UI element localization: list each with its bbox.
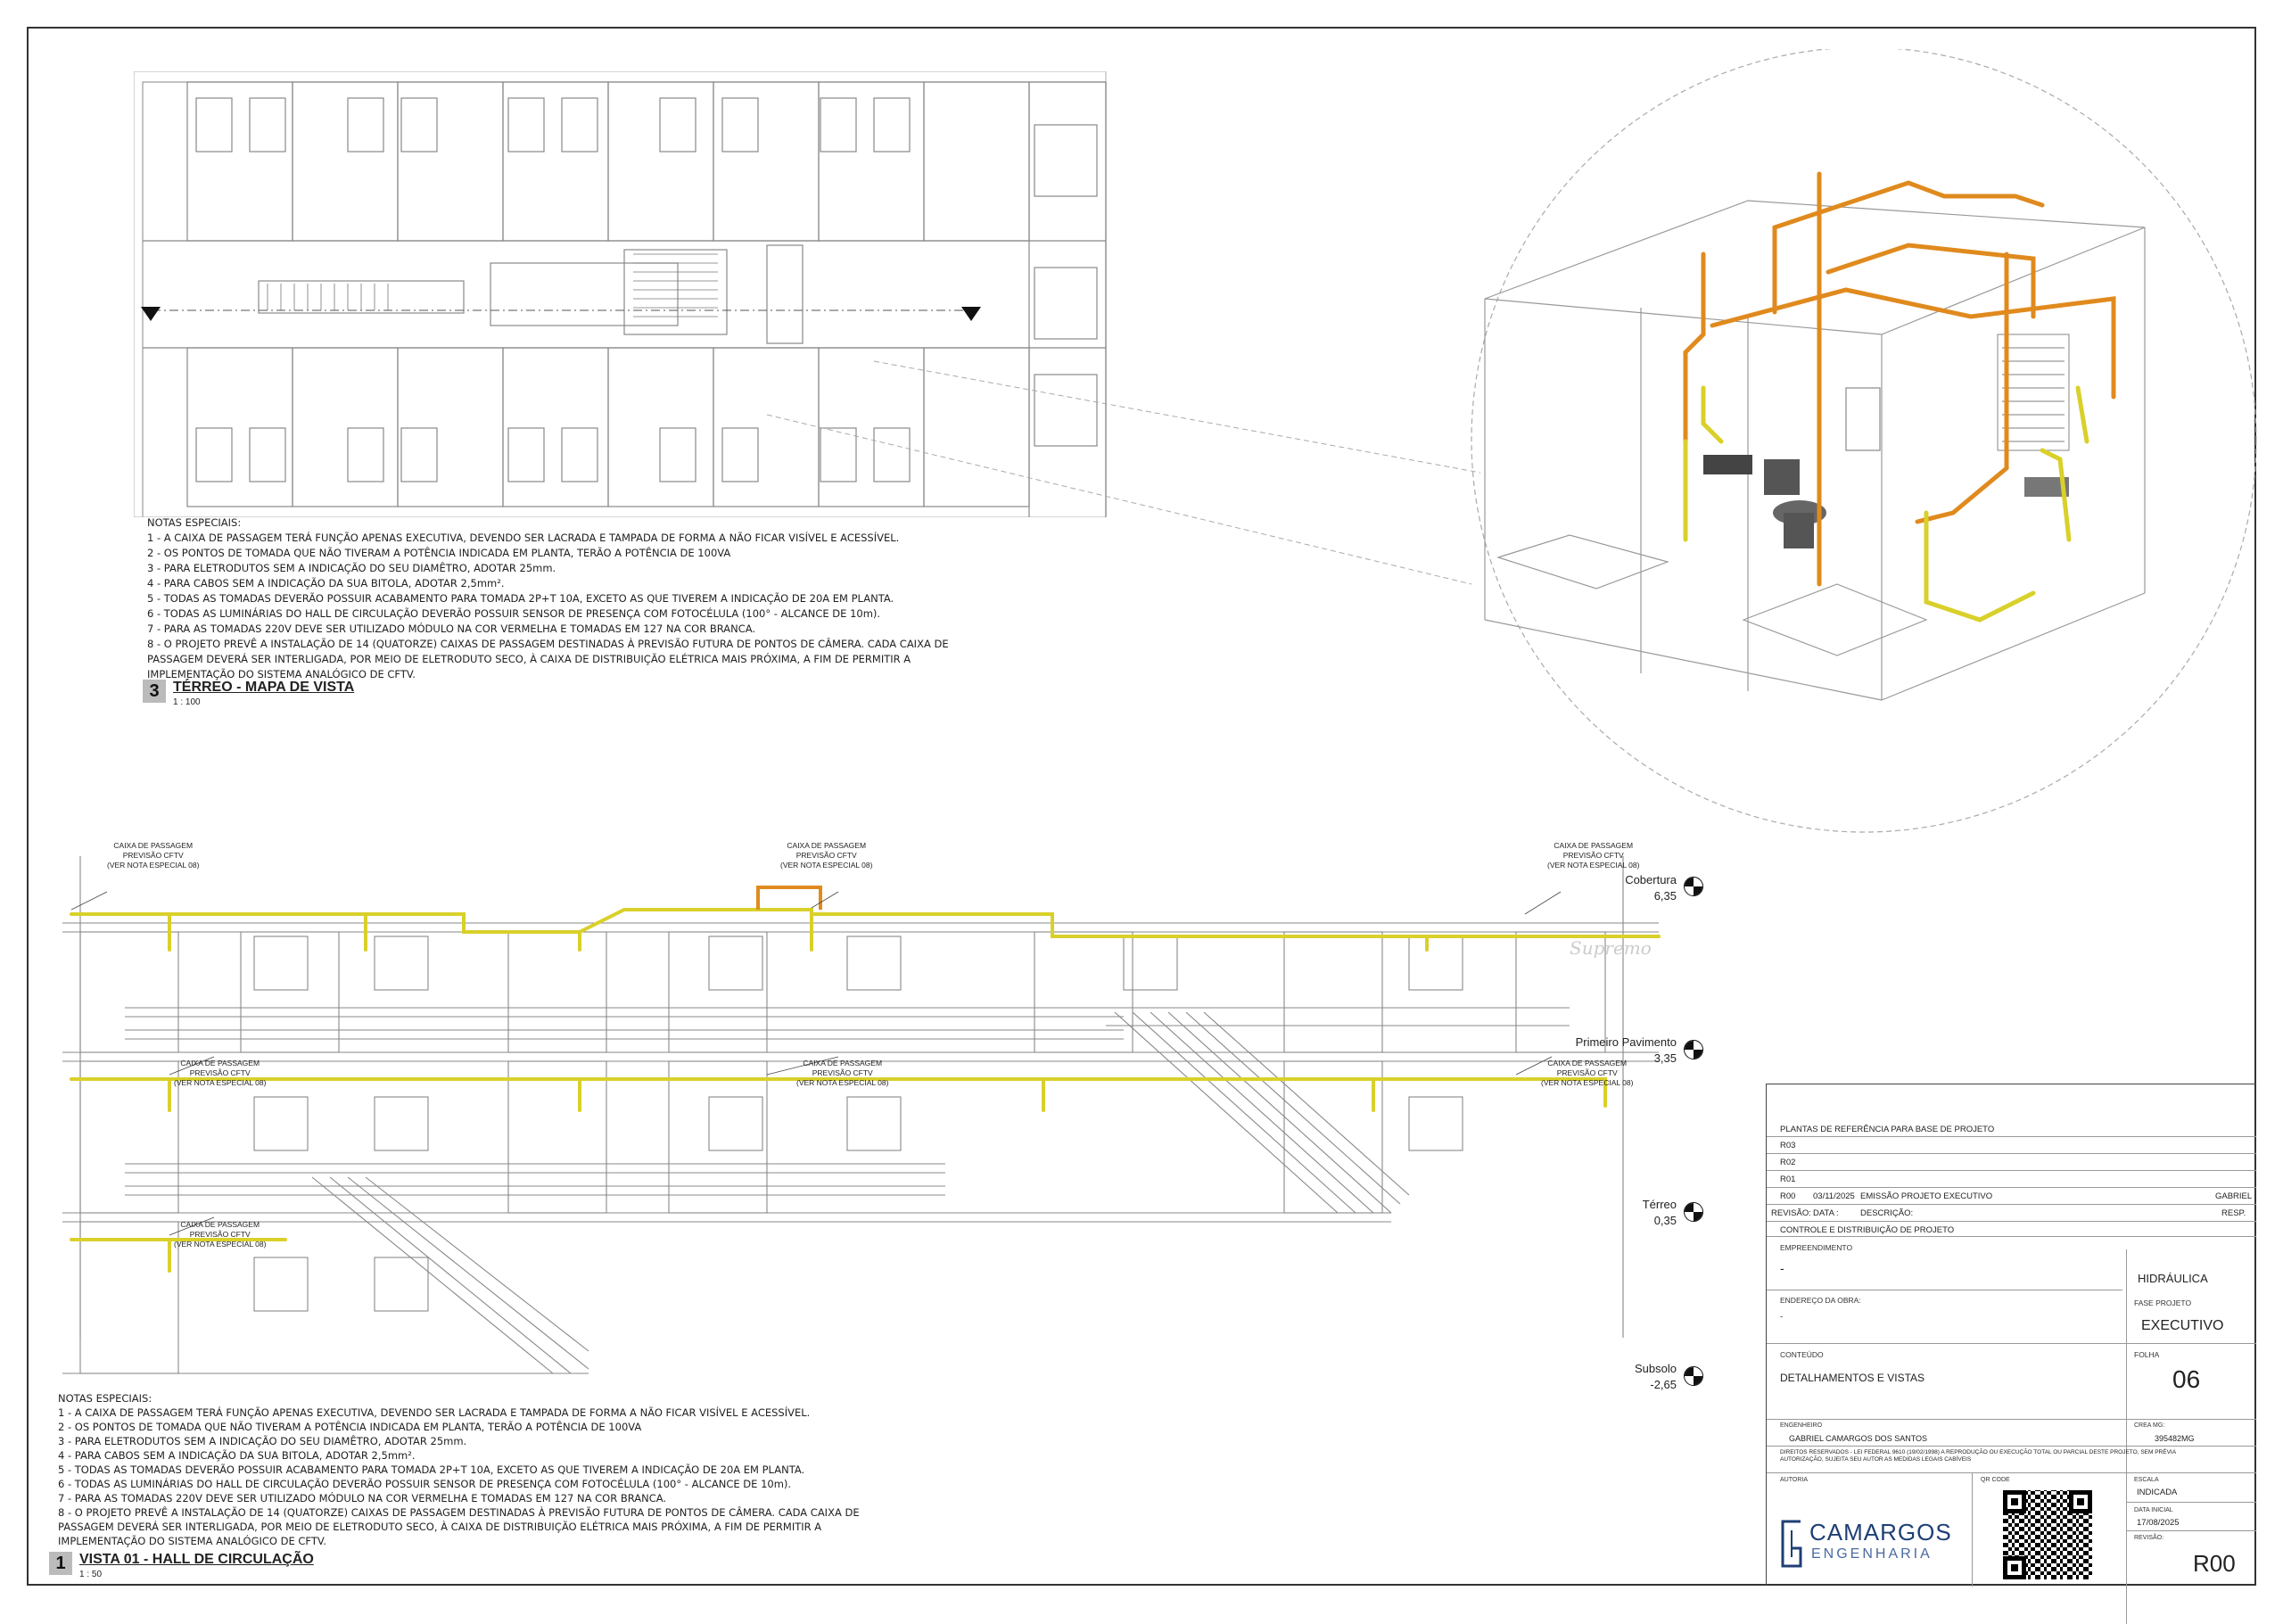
note-8: 8 - O PROJETO PREVÊ A INSTALAÇÃO DE 14 (… <box>147 638 949 650</box>
conteudo-label: CONTEÚDO <box>1780 1350 1824 1359</box>
level-marker-icon <box>1684 1202 1703 1222</box>
revisao-value: R00 <box>2193 1550 2236 1577</box>
note-8: 8 - O PROJETO PREVÊ A INSTALAÇÃO DE 14 (… <box>58 1506 860 1519</box>
hdr-rev: REVISÃO: <box>1771 1208 1811 1218</box>
note-5: 5 - TODAS AS TOMADAS DEVERÃO POSSUIR ACA… <box>147 592 894 605</box>
level-marker-icon <box>1684 1366 1703 1386</box>
note-6: 6 - TODAS AS LUMINÁRIAS DO HALL DE CIRCU… <box>58 1478 792 1490</box>
note-3: 3 - PARA ELETRODUTOS SEM A INDICAÇÃO DO … <box>58 1435 467 1447</box>
special-notes-top: NOTAS ESPECIAIS: 1 - A CAIXA DE PASSAGEM… <box>147 515 949 682</box>
note-8-cont: PASSAGEM DEVERÁ SER INTERLIGADA, POR MEI… <box>147 653 911 665</box>
note-6: 6 - TODAS AS LUMINÁRIAS DO HALL DE CIRCU… <box>147 607 881 620</box>
escala-value: INDICADA <box>2137 1488 2178 1497</box>
drawing-sheet <box>27 27 2256 1586</box>
rev-r00: R00 <box>1780 1191 1796 1201</box>
note-4: 4 - PARA CABOS SEM A INDICAÇÃO DA SUA BI… <box>58 1449 416 1462</box>
view-title-3: 3 TÉRREO - MAPA DE VISTA 1 : 100 <box>143 680 354 707</box>
note-1: 1 - A CAIXA DE PASSAGEM TERÁ FUNÇÃO APEN… <box>58 1406 811 1419</box>
note-7: 7 - PARA AS TOMADAS 220V DEVE SER UTILIZ… <box>147 622 756 635</box>
title-block: PLANTAS DE REFERÊNCIA PARA BASE DE PROJE… <box>1766 1084 2256 1624</box>
note-5: 5 - TODAS AS TOMADAS DEVERÃO POSSUIR ACA… <box>58 1463 805 1476</box>
data-label: DATA INICIAL <box>2134 1507 2173 1513</box>
note-7: 7 - PARA AS TOMADAS 220V DEVE SER UTILIZ… <box>58 1492 667 1504</box>
note-8-end: IMPLEMENTAÇÃO DO SISTEMA ANALÓGICO DE CF… <box>147 668 416 680</box>
special-notes-bottom: NOTAS ESPECIAIS: 1 - A CAIXA DE PASSAGEM… <box>58 1391 860 1548</box>
qr-finder-icon <box>2069 1490 2092 1513</box>
engineer-label: ENGENHEIRO <box>1780 1422 1823 1429</box>
subject: CONTROLE E DISTRIBUIÇÃO DE PROJETO <box>1780 1225 1955 1235</box>
notes-title: NOTAS ESPECIAIS: <box>147 516 242 529</box>
rev-desc: EMISSÃO PROJETO EXECUTIVO <box>1860 1191 1993 1201</box>
rev-r01: R01 <box>1780 1175 1796 1184</box>
logo-sub-text: ENGENHARIA <box>1811 1546 1933 1562</box>
logo-main-text: CAMARGOS <box>1809 1519 1952 1546</box>
watermark-text: Supremo <box>1570 937 1652 959</box>
rev-r03: R03 <box>1780 1141 1796 1150</box>
fase-value: EXECUTIVO <box>2141 1318 2224 1333</box>
note-8-end: IMPLEMENTAÇÃO DO SISTEMA ANALÓGICO DE CF… <box>58 1535 326 1547</box>
isometric-detail <box>767 49 2257 833</box>
level-marker-icon <box>1684 877 1703 896</box>
hdr-desc: DESCRIÇÃO: <box>1860 1208 1914 1218</box>
note-4: 4 - PARA CABOS SEM A INDICAÇÃO DA SUA BI… <box>147 577 505 589</box>
level-marker-icon <box>1684 1040 1703 1059</box>
view-scale: 1 : 50 <box>79 1570 103 1579</box>
empreend-label: EMPREENDIMENTO <box>1780 1243 1853 1252</box>
conteudo-value: DETALHAMENTOS E VISTAS <box>1780 1372 1925 1384</box>
qr-label: QR CODE <box>1981 1477 2010 1483</box>
rev-date: 03/11/2025 <box>1813 1191 1855 1201</box>
note-8-cont: PASSAGEM DEVERÁ SER INTERLIGADA, POR MEI… <box>58 1521 822 1533</box>
hdr-date: DATA : <box>1813 1208 1839 1218</box>
qr-finder-icon <box>2003 1490 2026 1513</box>
crea-value: 395482MG <box>2155 1434 2195 1443</box>
empreend-value: - <box>1780 1261 1784 1275</box>
ref-title: PLANTAS DE REFERÊNCIA PARA BASE DE PROJE… <box>1780 1125 1995 1134</box>
autoria-label: AUTORIA <box>1780 1477 1808 1483</box>
engineer-value: GABRIEL CAMARGOS DOS SANTOS <box>1789 1434 1928 1443</box>
disciplina: HIDRÁULICA <box>2138 1272 2208 1285</box>
note-2: 2 - OS PONTOS DE TOMADA QUE NÃO TIVERAM … <box>58 1421 642 1433</box>
rev-resp: GABRIEL <box>2215 1191 2253 1201</box>
view-scale: 1 : 100 <box>173 697 201 707</box>
folha-value: 06 <box>2172 1365 2201 1393</box>
note-3: 3 - PARA ELETRODUTOS SEM A INDICAÇÃO DO … <box>147 562 556 574</box>
crea-label: CREA MG: <box>2134 1422 2165 1429</box>
view-number: 3 <box>143 680 166 703</box>
note-2: 2 - OS PONTOS DE TOMADA QUE NÃO TIVERAM … <box>147 547 731 559</box>
note-1: 1 - A CAIXA DE PASSAGEM TERÁ FUNÇÃO APEN… <box>147 532 900 544</box>
elevation-vista-01: Supremo <box>62 856 1661 1374</box>
view-number: 1 <box>49 1552 72 1575</box>
view-title-1: 1 VISTA 01 - HALL DE CIRCULAÇÃO 1 : 50 <box>49 1552 314 1579</box>
endereco-value: - <box>1780 1312 1784 1322</box>
escala-label: ESCALA <box>2134 1477 2159 1483</box>
floor-plan-terreo <box>134 71 1107 517</box>
folha-label: FOLHA <box>2134 1350 2160 1359</box>
view-name: VISTA 01 - HALL DE CIRCULAÇÃO <box>79 1552 314 1567</box>
endereco-label: ENDEREÇO DA OBRA: <box>1780 1296 1861 1305</box>
camargos-logo-icon <box>1781 1520 1802 1568</box>
rev-r02: R02 <box>1780 1158 1796 1167</box>
data-value: 17/08/2025 <box>2137 1518 2180 1528</box>
hdr-resp: RESP. <box>2221 1208 2246 1218</box>
revisao-label: REVISÃO: <box>2134 1535 2164 1541</box>
notes-title: NOTAS ESPECIAIS: <box>58 1392 152 1405</box>
fase-label: FASE PROJETO <box>2134 1298 2192 1307</box>
level-subsolo: Subsolo-2,65 <box>1635 1362 1677 1391</box>
view-name: TÉRREO - MAPA DE VISTA <box>173 680 355 695</box>
copyright-notice: DIREITOS RESERVADOS - LEI FEDERAL 9610 (… <box>1780 1449 2176 1463</box>
qr-finder-icon <box>2003 1556 2026 1579</box>
